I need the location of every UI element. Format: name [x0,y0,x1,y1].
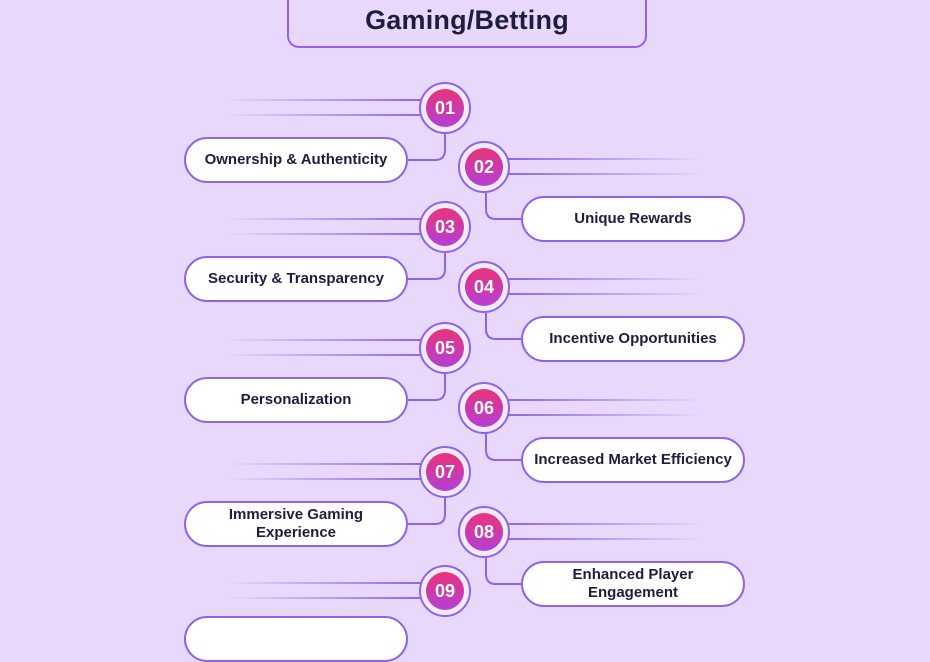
step-card-08: Enhanced Player Engagement [521,561,745,607]
step-label: Personalization [240,391,352,408]
connector-left [408,374,446,401]
step-label: Immersive Gaming Experience [228,506,364,541]
step-badge-05: 05 [419,322,471,374]
connector-left [408,253,446,280]
step-card-04: Incentive Opportunities [521,316,745,362]
step-card-03: Security & Transparency [184,256,408,302]
badge-number: 04 [465,268,503,306]
step-card-07: Immersive Gaming Experience [184,501,408,547]
step-label: Security & Transparency [208,270,384,287]
connector-left [408,134,446,161]
step-label: Increased Market Efficiency [534,451,732,468]
step-badge-06: 06 [458,382,510,434]
step-label: Ownership & Authenticity [204,151,388,168]
step-badge-07: 07 [419,446,471,498]
step-card-02: Unique Rewards [521,196,745,242]
connector-right [485,193,521,220]
step-label: Incentive Opportunities [549,330,717,347]
step-label: Enhanced Player Engagement [572,566,694,601]
step-card-09 [184,616,408,662]
step-card-01: Ownership & Authenticity [184,137,408,183]
step-label: Unique Rewards [574,210,692,227]
connector-left [408,498,446,525]
badge-number: 03 [426,208,464,246]
diagram: Gaming/Betting 01 02 03 04 05 06 07 08 0… [184,0,745,662]
step-badge-04: 04 [458,261,510,313]
step-badge-02: 02 [458,141,510,193]
badge-number: 05 [426,329,464,367]
connector-lines [225,99,705,599]
step-card-05: Personalization [184,377,408,423]
step-badge-08: 08 [458,506,510,558]
badge-number: 07 [426,453,464,491]
step-badge-01: 01 [419,82,471,134]
step-card-06: Increased Market Efficiency [521,437,745,483]
badge-number: 06 [465,389,503,427]
connector-right [485,558,521,585]
badge-number: 09 [426,572,464,610]
step-badge-03: 03 [419,201,471,253]
step-badge-09: 09 [419,565,471,617]
title-box: Gaming/Betting [287,0,647,48]
connector-right [485,313,521,340]
badge-number: 02 [465,148,503,186]
badge-number: 08 [465,513,503,551]
badge-number: 01 [426,89,464,127]
page-title: Gaming/Betting [365,5,569,35]
connector-right [485,434,521,461]
